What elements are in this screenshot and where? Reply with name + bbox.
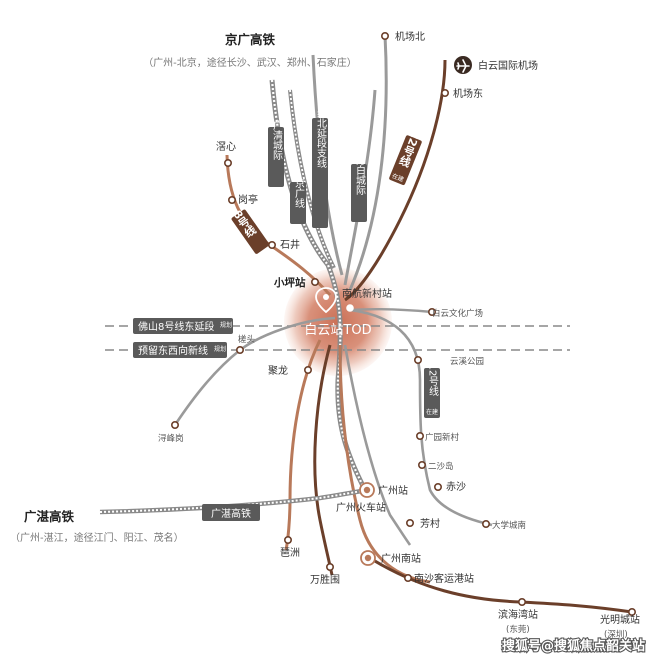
tod-center-label: 白云站TOD <box>304 322 371 338</box>
tag-jingguang-line: 京广线 <box>290 177 306 224</box>
label-guangzhou-huoche: 广州火车站 <box>336 501 386 514</box>
station-dot-guangming <box>627 607 636 616</box>
station-dot-ershadao <box>417 460 426 469</box>
label-wenhua: 白云文化广场 <box>432 308 483 319</box>
jingguang-title: 京广高铁 <box>225 32 276 47</box>
wenhua-branch <box>349 307 433 314</box>
tag-reserved-ew-note: 规划 <box>214 345 226 353</box>
tag-guangqing-text: 广清城际 <box>271 120 283 161</box>
label-guangzhou-nan: 广州南站 <box>381 552 421 565</box>
station-dot-chisha <box>433 482 442 491</box>
tag-foshan8-text: 佛山8号线东延段 <box>138 320 214 333</box>
station-dot-gangting <box>228 196 237 205</box>
station-dot-fangcun <box>405 518 414 527</box>
label-nanhang: 南航新村站 <box>342 287 392 300</box>
label-lixin: 滘心 <box>216 141 236 153</box>
station-dot-xiaoping <box>310 277 319 286</box>
label-julong: 聚龙 <box>268 364 288 377</box>
label-nansha: 南沙客运港站 <box>414 572 474 585</box>
station-dot-nansha <box>403 573 412 582</box>
tag-jingguang-line-text: 京广线 <box>293 177 305 208</box>
guangzhan-title: 广湛高铁 <box>24 509 75 524</box>
station-dot-jiaozhou <box>283 535 292 544</box>
label-guangming: 光明城站 <box>600 613 640 626</box>
nansha-line <box>338 344 431 584</box>
label-jichang-dong: 机场东 <box>453 87 483 100</box>
guangzhan-rail-hatch <box>99 489 369 513</box>
fangcun-line <box>343 344 412 546</box>
guangqing-rail-hatch <box>289 89 335 269</box>
tag-line8-north: 8号线北延段支线 <box>312 92 328 228</box>
tag-reserved-ew-text: 预留东西向新线 <box>138 344 208 357</box>
station-dot-yunxi <box>413 355 422 364</box>
label-guangming-note: (深圳) <box>604 629 628 640</box>
tag-fangbai: 芳白城际 <box>351 154 367 222</box>
label-chisha: 赤沙 <box>446 481 466 493</box>
label-airport: 白云国际机场 <box>478 59 538 72</box>
label-guangzhou-zhan: 广州站 <box>378 484 408 497</box>
line12-path <box>349 308 493 527</box>
tag-line8: 8号线 <box>230 208 270 254</box>
label-binhaiwan: 滨海湾站 <box>498 608 538 621</box>
tag-line12-note: 在建 <box>426 408 438 416</box>
station-dot-cuotou <box>236 345 245 354</box>
tag-guangzhan-text: 广湛高铁 <box>211 507 251 520</box>
tag-guangzhan: 广湛高铁 <box>202 504 260 521</box>
airplane-icon <box>454 56 472 74</box>
station-dot-wenhua <box>427 307 436 316</box>
rail-station-icon <box>359 482 375 498</box>
label-cuotou: 槎头 <box>238 334 256 345</box>
station-dot-jichang-bei <box>380 31 389 40</box>
station-dot-xunfeng <box>171 420 180 429</box>
label-gangting: 岗亭 <box>238 193 258 206</box>
watermark: 搜狐号@搜狐焦点韶关站 <box>502 638 645 654</box>
label-jiaozhou: 琶洲 <box>280 547 300 559</box>
station-dot-binhaiwan <box>517 597 526 606</box>
station-dot-julong <box>303 365 312 374</box>
jingguang-subtitle: （广州-北京，途径长沙、武汉、郑州、石家庄） <box>143 56 357 69</box>
tag-line12-text: 12号线 <box>427 364 439 397</box>
label-daxuecheng: 大学城南 <box>492 520 526 531</box>
jingguang-rail-hatch <box>270 79 366 491</box>
tag-foshan8: 佛山8号线东延段 规划 <box>133 318 233 334</box>
tag-line22-note: 在建 <box>391 172 405 184</box>
label-yunxi: 云溪公园 <box>450 356 484 367</box>
tag-line8-north-text: 8号线北延段支线 <box>315 92 327 168</box>
label-fangcun: 芳村 <box>420 517 440 530</box>
label-ershadao: 二沙岛 <box>428 461 454 472</box>
label-binhaiwan-note: (东莞) <box>506 624 530 635</box>
label-xiaoping: 小坪站 <box>273 276 306 289</box>
tag-reserved-ew: 预留东西向新线 规划 <box>133 342 227 358</box>
label-wanshengwei: 万胜围 <box>310 574 340 586</box>
wanshengwei-line <box>313 344 334 576</box>
airport-north-line <box>348 34 388 291</box>
station-dot-wanshengwei <box>325 562 334 571</box>
station-dot-lixin <box>224 159 233 168</box>
label-guangyuan: 广园新村 <box>425 432 460 443</box>
station-dots <box>171 31 636 616</box>
rail-station-icon <box>360 550 376 566</box>
station-dot-nanhang <box>346 304 354 312</box>
label-shijing: 石井 <box>280 238 300 251</box>
tag-fangbai-text: 芳白城际 <box>354 154 366 196</box>
station-dot-daxuecheng <box>481 519 490 528</box>
tag-line12: 12号线 在建 <box>424 364 440 418</box>
tag-foshan8-note: 规划 <box>220 321 232 329</box>
tag-guangqing: 广清城际 <box>268 120 284 187</box>
guangzhan-subtitle: （广州-湛江，途径江门、阳江、茂名） <box>10 531 184 544</box>
label-xunfeng: 浔峰岗 <box>158 433 184 444</box>
station-dot-jichang-dong <box>440 89 449 98</box>
label-jichang-bei: 机场北 <box>395 30 425 43</box>
station-dot-shijing <box>267 241 276 250</box>
location-pin-icon <box>315 287 337 314</box>
station-dot-guangyuan <box>415 431 424 440</box>
line22-path <box>344 59 447 302</box>
